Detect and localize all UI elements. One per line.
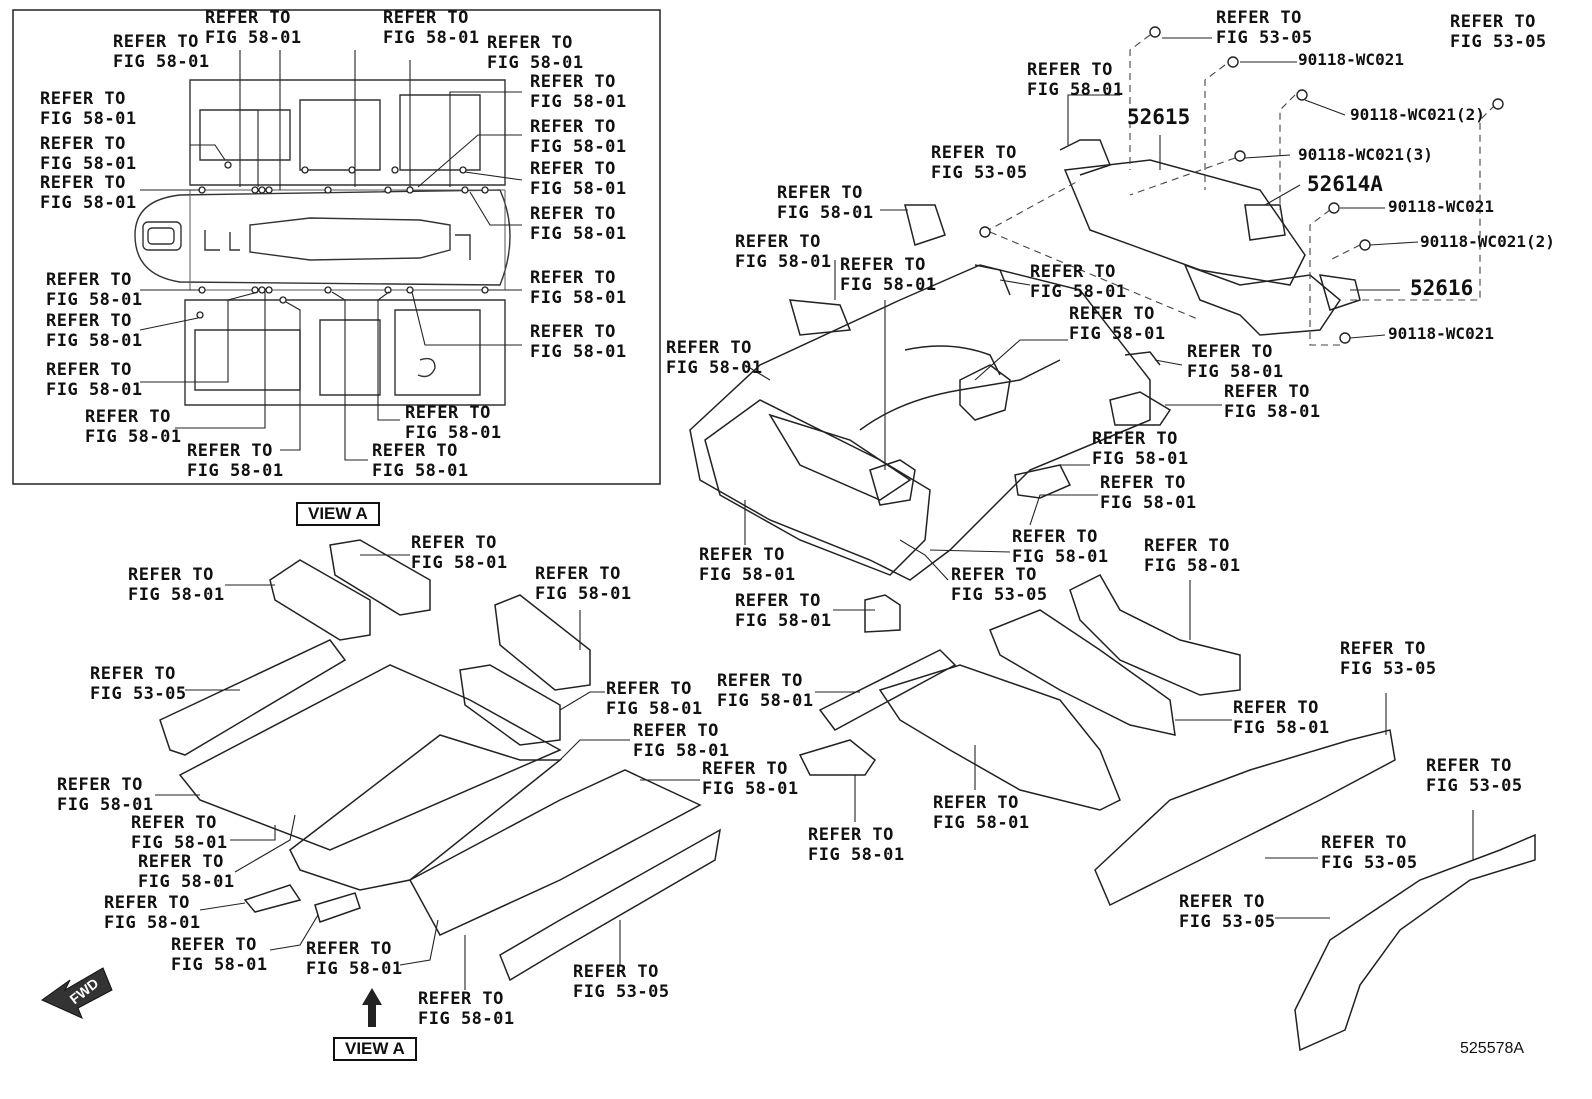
part-number-52615: 52615 bbox=[1127, 105, 1191, 129]
main-floor-assembly bbox=[689, 204, 1172, 633]
part-number-52614a: 52614A bbox=[1307, 172, 1383, 196]
part-number: 90118-WC021(2) bbox=[1350, 105, 1485, 124]
drawing-code: 525578A bbox=[1460, 1040, 1525, 1057]
bolt-markers bbox=[979, 26, 1504, 344]
fwd-arrow bbox=[41, 967, 113, 1019]
view-a-label: VIEW A bbox=[296, 502, 380, 526]
part-number-52616: 52616 bbox=[1410, 276, 1474, 300]
rear-cross-members bbox=[1059, 139, 1361, 336]
view-a-dashed-guides bbox=[189, 189, 506, 291]
part-number: 90118-WC021(3) bbox=[1298, 145, 1433, 164]
part-number: 90118-WC021 bbox=[1388, 324, 1494, 343]
right-exploded-parts bbox=[798, 574, 1536, 1052]
part-number: 90118-WC021 bbox=[1298, 50, 1404, 69]
view-a-label: VIEW A bbox=[333, 1037, 417, 1061]
view-a-floor-outline bbox=[134, 79, 511, 406]
view-a-hole-markers bbox=[196, 161, 489, 319]
right-leader-lines bbox=[744, 37, 1474, 919]
view-a-leader-lines bbox=[139, 50, 523, 461]
view-a-inset-frame bbox=[12, 9, 661, 485]
left-leader-lines bbox=[155, 554, 700, 990]
view-a-arrow bbox=[362, 988, 382, 1027]
rear-dashed-guides bbox=[984, 34, 1496, 346]
part-number: 90118-WC021 bbox=[1388, 197, 1494, 216]
left-exploded-parts bbox=[159, 539, 721, 982]
part-number: 90118-WC021(2) bbox=[1420, 232, 1555, 251]
